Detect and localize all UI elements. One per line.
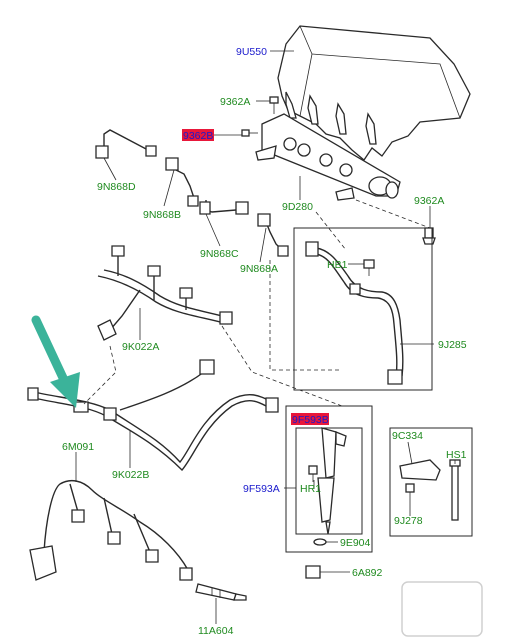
label-9362a-right[interactable]: 9362A (414, 195, 444, 207)
washer-9e904[interactable] (313, 538, 327, 546)
bolt-hr1[interactable] (308, 465, 318, 482)
pipe-9n868b[interactable] (165, 157, 199, 207)
pipe-9n868d[interactable] (95, 129, 157, 159)
leader-9n868a (259, 227, 267, 263)
pointer-arrow (31, 315, 80, 408)
label-11a604[interactable]: 11A604 (198, 625, 234, 637)
label-9362a-top[interactable]: 9362A (220, 96, 250, 108)
label-9u550[interactable]: 9U550 (236, 46, 267, 58)
injector-subframe (295, 427, 363, 535)
dash-1 (315, 211, 347, 251)
bolt-9362a-top[interactable] (269, 96, 279, 114)
bracket-9c334[interactable] (399, 459, 441, 481)
return-pipe[interactable] (305, 241, 404, 385)
seal-6a892[interactable] (305, 565, 321, 579)
pipe-9n868c[interactable] (199, 200, 249, 215)
stud-hs1[interactable] (449, 459, 461, 521)
leader-9n868d (103, 157, 117, 181)
return-pipe-frame (293, 227, 433, 391)
dash-2 (355, 199, 431, 229)
label-9n868c[interactable]: 9N868C (200, 248, 239, 260)
label-9e904[interactable]: 9E904 (340, 537, 371, 549)
injector-frame (285, 405, 373, 553)
bolt-9362b[interactable] (241, 129, 258, 137)
label-6m091[interactable]: 6M091 (62, 441, 94, 453)
bolt-9362a-right[interactable] (422, 227, 436, 245)
leader-9n868b (163, 169, 175, 207)
glow-harness-6m091[interactable] (29, 479, 193, 581)
label-9f593b[interactable]: 9F593B (292, 414, 329, 426)
label-9j285[interactable]: 9J285 (438, 339, 467, 351)
label-9n868d[interactable]: 9N868D (97, 181, 136, 193)
glow-plug[interactable] (195, 583, 247, 601)
fuel-rail[interactable] (255, 113, 401, 201)
bracket-frame (389, 427, 473, 537)
highlight-9362b (182, 129, 214, 141)
label-9n868a[interactable]: 9N868A (240, 263, 278, 275)
label-6a892[interactable]: 6A892 (352, 567, 383, 579)
harness-9k022b[interactable] (27, 359, 279, 472)
leader-9c334 (407, 441, 413, 465)
label-hb1[interactable]: HB1 (327, 259, 348, 271)
label-9f593a[interactable]: 9F593A (243, 483, 280, 495)
dash-3 (269, 260, 342, 371)
label-hs1[interactable]: HS1 (446, 449, 467, 461)
label-9n868b[interactable]: 9N868B (143, 209, 181, 221)
label-9k022a[interactable]: 9K022A (122, 341, 159, 353)
label-9j278[interactable]: 9J278 (394, 515, 423, 527)
pipe-9n868a[interactable] (257, 213, 289, 257)
label-9c334[interactable]: 9C334 (392, 430, 423, 442)
label-9362b[interactable]: 9362B (183, 130, 213, 142)
injector-9f593a[interactable] (317, 427, 347, 535)
zoom-box[interactable] (401, 581, 483, 637)
label-hr1[interactable]: HR1 (300, 483, 321, 495)
engine-cover[interactable] (277, 25, 471, 161)
highlight-9f593b (291, 413, 329, 425)
harness-9k022a[interactable] (97, 245, 233, 341)
dash-4 (221, 325, 343, 407)
clamp-hb1[interactable] (363, 259, 375, 276)
leader-9n868c (205, 213, 221, 247)
label-9d280[interactable]: 9D280 (282, 201, 313, 213)
dash-5 (83, 345, 117, 405)
nut-9j278[interactable] (405, 483, 415, 493)
label-9k022b[interactable]: 9K022B (112, 469, 149, 481)
